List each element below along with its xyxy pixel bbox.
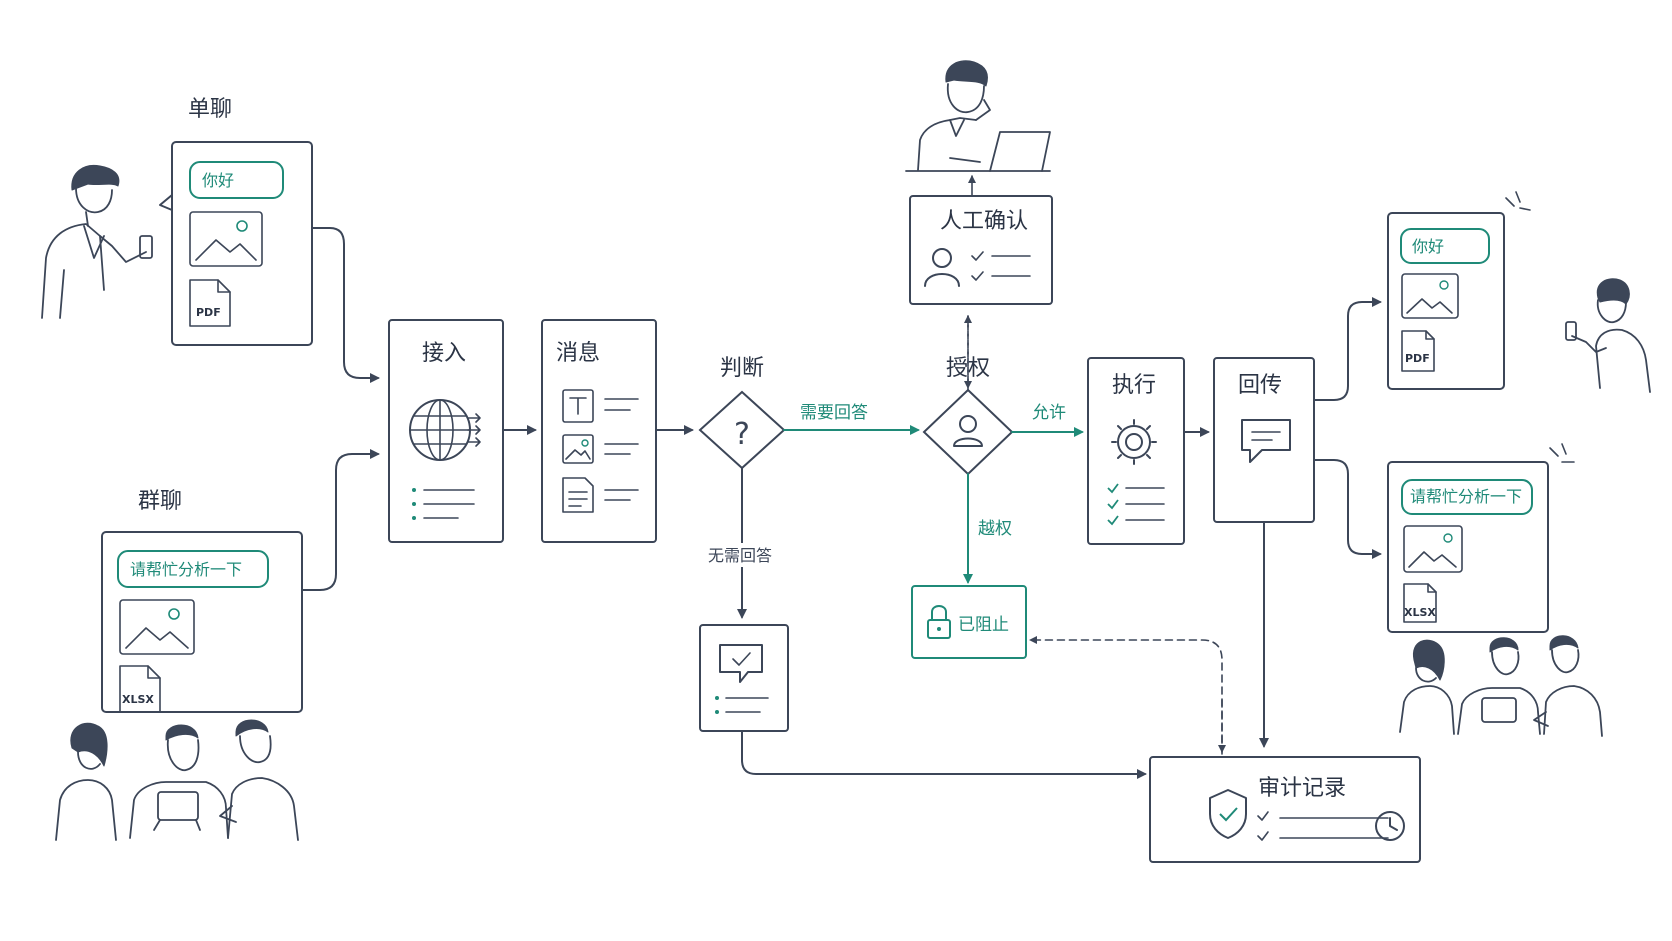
no-answer-label-bg <box>705 543 781 567</box>
pdf-file-icon: PDF <box>1401 330 1435 372</box>
blocked-card: 已阻止 <box>911 585 1027 659</box>
step-judge: 判断 ? <box>698 356 786 470</box>
image-icon <box>1401 273 1459 319</box>
shield-check-icon <box>1209 789 1247 839</box>
private-output-file-label: PDF <box>1405 352 1430 365</box>
edge-reply-to-private-output <box>1313 297 1382 401</box>
message-title: 消息 <box>556 341 600 366</box>
ingest-title: 接入 <box>422 341 466 366</box>
overreach-label: 越权 <box>978 519 1012 539</box>
step-auth: 授权 <box>922 356 1014 476</box>
edge-private-to-ingest <box>311 227 380 383</box>
audit-log-card: 审计记录 <box>1149 756 1421 863</box>
private-output-bubble <box>1400 228 1490 264</box>
notification-spark-icon <box>1549 443 1575 463</box>
edge-reply-to-group-output <box>1313 459 1382 559</box>
checklist-icon <box>1257 811 1389 841</box>
xlsx-file-label: XLSX <box>122 693 154 706</box>
group-people-icon <box>1399 635 1603 737</box>
step-message: 消息 <box>541 319 657 543</box>
forward-arrows-icon <box>467 413 481 447</box>
xlsx-file-icon: XLSX <box>119 665 161 713</box>
clock-icon <box>1375 811 1405 841</box>
group-output-file-label: XLSX <box>1404 606 1436 619</box>
private-chat-title: 单聊 <box>188 97 232 122</box>
image-icon <box>119 599 195 655</box>
checklist-icon <box>971 251 1031 281</box>
private-output-bubble-text: 你好 <box>1412 237 1444 256</box>
pdf-file-icon: PDF <box>189 279 231 327</box>
group-chat-bubble-text: 请帮忙分析一下 <box>130 560 242 579</box>
private-chat-bubble <box>189 161 284 199</box>
group-chat-bubble <box>117 550 269 588</box>
question-mark-icon: ? <box>734 417 750 452</box>
no-answer-box <box>699 624 789 732</box>
no-answer-label: 无需回答 <box>708 546 772 565</box>
list-lines-icon <box>412 488 475 520</box>
execute-box <box>1087 357 1185 545</box>
document-icon <box>562 477 639 513</box>
step-ingest: 接入 <box>388 319 504 543</box>
text-icon <box>562 389 639 423</box>
group-chat-group: 群聊 请帮忙分析一下 XLSX <box>55 489 303 841</box>
notification-spark-icon <box>1505 191 1531 211</box>
chat-check-icon <box>719 644 763 683</box>
judge-title: 判断 <box>720 356 764 381</box>
human-confirm-card: 人工确认 <box>909 195 1053 305</box>
globe-icon <box>409 399 471 461</box>
image-icon <box>1403 525 1463 573</box>
private-chat-bubble-text: 你好 <box>202 171 234 190</box>
edge-group-to-ingest <box>301 449 380 591</box>
edge-audit-to-blocked <box>1029 636 1223 755</box>
group-output-bubble-text: 请帮忙分析一下 <box>1410 487 1522 506</box>
need-answer-label: 需要回答 <box>800 403 868 423</box>
reply-title: 回传 <box>1238 373 1282 398</box>
image-icon <box>189 211 263 267</box>
gear-icon <box>1111 419 1157 465</box>
person-with-phone-icon <box>41 164 153 319</box>
edge-no-answer-to-audit <box>741 730 1147 779</box>
group-people-icon <box>55 719 299 841</box>
audit-title: 审计记录 <box>1258 776 1346 801</box>
user-icon <box>924 248 960 287</box>
group-output-group: 请帮忙分析一下 XLSX <box>1387 443 1603 737</box>
private-chat-group: 单聊 你好 PDF <box>41 97 313 346</box>
execute-title: 执行 <box>1112 373 1156 398</box>
lock-icon <box>927 605 951 639</box>
group-output-bubble <box>1401 479 1533 515</box>
chat-bubble-icon <box>1241 419 1291 463</box>
step-execute: 执行 <box>1087 357 1185 545</box>
checklist-icon <box>1107 483 1165 526</box>
step-reply: 回传 <box>1213 357 1315 523</box>
blocked-label: 已阻止 <box>958 615 1009 635</box>
person-with-phone-icon <box>1565 278 1651 393</box>
group-chat-title: 群聊 <box>138 489 182 514</box>
allow-label: 允许 <box>1032 403 1066 423</box>
pdf-file-label: PDF <box>196 306 221 319</box>
private-chat-window-tail <box>159 194 173 211</box>
human-confirm-title: 人工确认 <box>940 209 1028 234</box>
xlsx-file-icon: XLSX <box>1403 583 1437 623</box>
reviewer-person-icon <box>905 60 1051 172</box>
user-icon <box>953 415 983 447</box>
private-output-group: 你好 PDF <box>1387 191 1651 393</box>
image-icon <box>562 434 639 464</box>
